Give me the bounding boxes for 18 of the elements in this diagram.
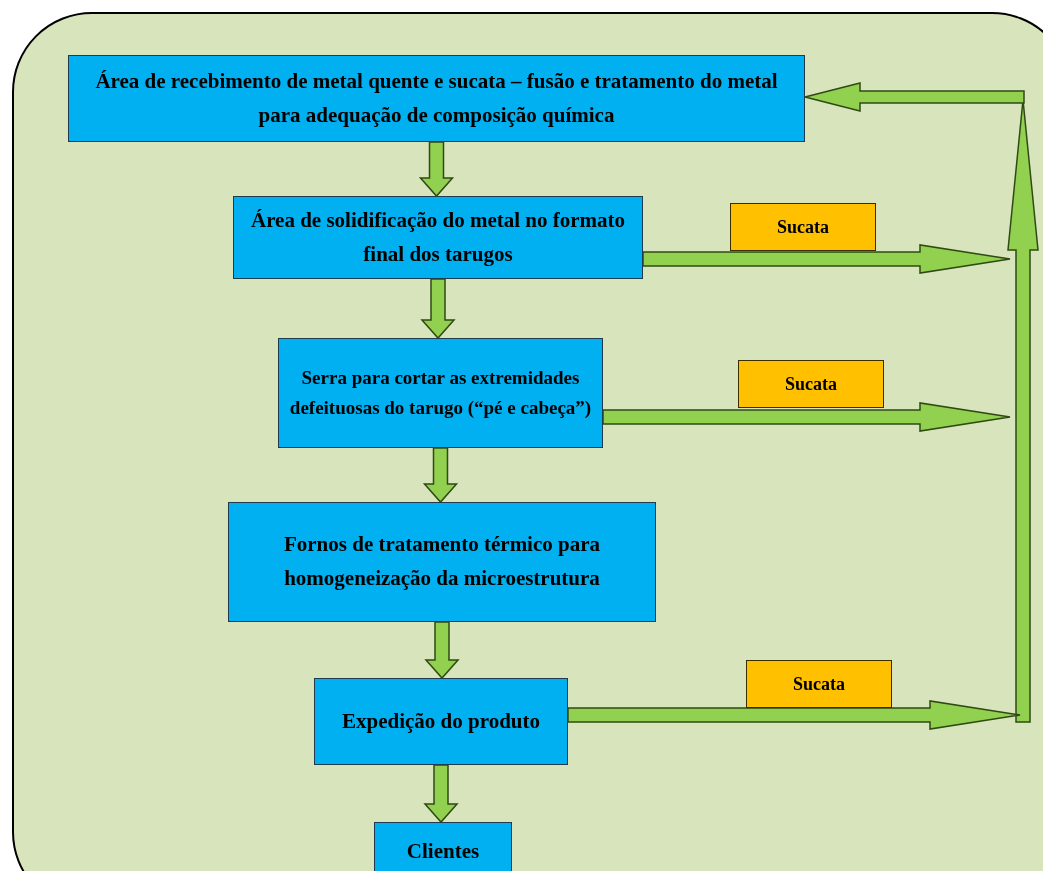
process-box: Serra para cortar as extremidades defeituosas do tarugo (“pé e cabeça”) xyxy=(278,338,603,448)
scrap-label-box: Sucata xyxy=(738,360,884,408)
arrow xyxy=(422,447,459,504)
scrap-label-box: Sucata xyxy=(730,203,876,251)
process-box: Área de solidificação do metal no formato final dos tarugos xyxy=(233,196,643,279)
arrow xyxy=(420,278,456,340)
arrow xyxy=(642,244,1011,274)
process-box: Área de recebimento de metal quente e sucata – fusão e tratamento do metal para adequação de composição química xyxy=(68,55,805,142)
arrow xyxy=(602,402,1011,432)
scrap-label-box: Sucata xyxy=(746,660,892,708)
arrow xyxy=(424,621,460,680)
arrow xyxy=(804,82,1025,112)
process-box: Expedição do produto xyxy=(314,678,568,765)
process-box: Fornos de tratamento térmico para homogeneização da microestrutura xyxy=(228,502,656,622)
arrow xyxy=(418,141,455,198)
process-box: Clientes xyxy=(374,822,512,871)
arrow xyxy=(423,764,459,824)
arrow xyxy=(567,700,1021,730)
